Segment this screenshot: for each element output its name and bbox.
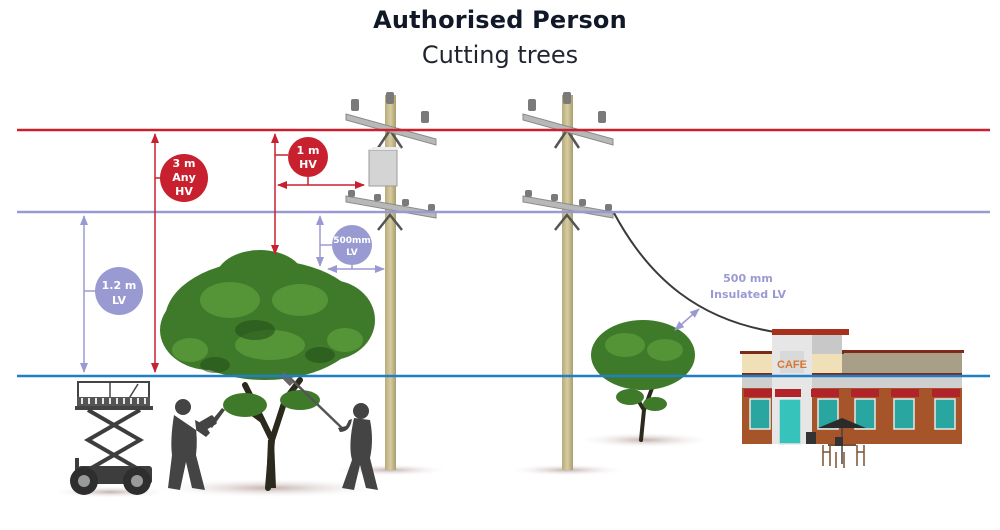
clearance-1m-label: 1 m <box>297 144 320 157</box>
ground-shadows <box>50 432 715 498</box>
tree-icon <box>591 320 695 442</box>
insulated-lv-label: Insulated LV <box>710 288 786 301</box>
clearance-1-2m-lv-label: LV <box>112 294 126 307</box>
clearance-500mm-lv: 500mm LV <box>316 215 385 273</box>
clearance-500mm-lv-label: LV <box>346 248 357 258</box>
clearance-1-2m-label: 1.2 m <box>102 279 137 292</box>
insulated-lv-distance-label: 500 mm <box>723 272 773 285</box>
diagram-subtitle: Cutting trees <box>421 41 579 69</box>
diagram-title: Authorised Person <box>373 6 627 34</box>
clearance-500mm-label: 500mm <box>333 236 371 246</box>
clearance-3m-any-hv: 3 m Any HV <box>151 133 208 373</box>
clearance-hv-label: HV <box>175 185 193 198</box>
transformer-icon <box>368 147 401 187</box>
power-pole-icon <box>522 92 614 470</box>
insulated-lv-cable <box>613 212 776 333</box>
worker-chainsaw-icon <box>168 399 225 490</box>
clearance-1-2m-lv: 1.2 m LV <box>80 215 143 373</box>
scissor-lift-icon <box>70 381 153 495</box>
cafe-sign: CAFE <box>777 359 807 371</box>
clearance-1m-hv-label: HV <box>299 158 317 171</box>
clearance-1m-hv: 1 m HV <box>271 133 365 255</box>
clearance-500mm-insulated-lv: 500 mm Insulated LV <box>674 272 786 331</box>
clearance-3m-label: 3 m <box>173 157 196 170</box>
clearance-any-label: Any <box>172 171 196 184</box>
tree-icon <box>160 250 375 491</box>
cafe-building-icon: CAFE <box>740 329 964 468</box>
